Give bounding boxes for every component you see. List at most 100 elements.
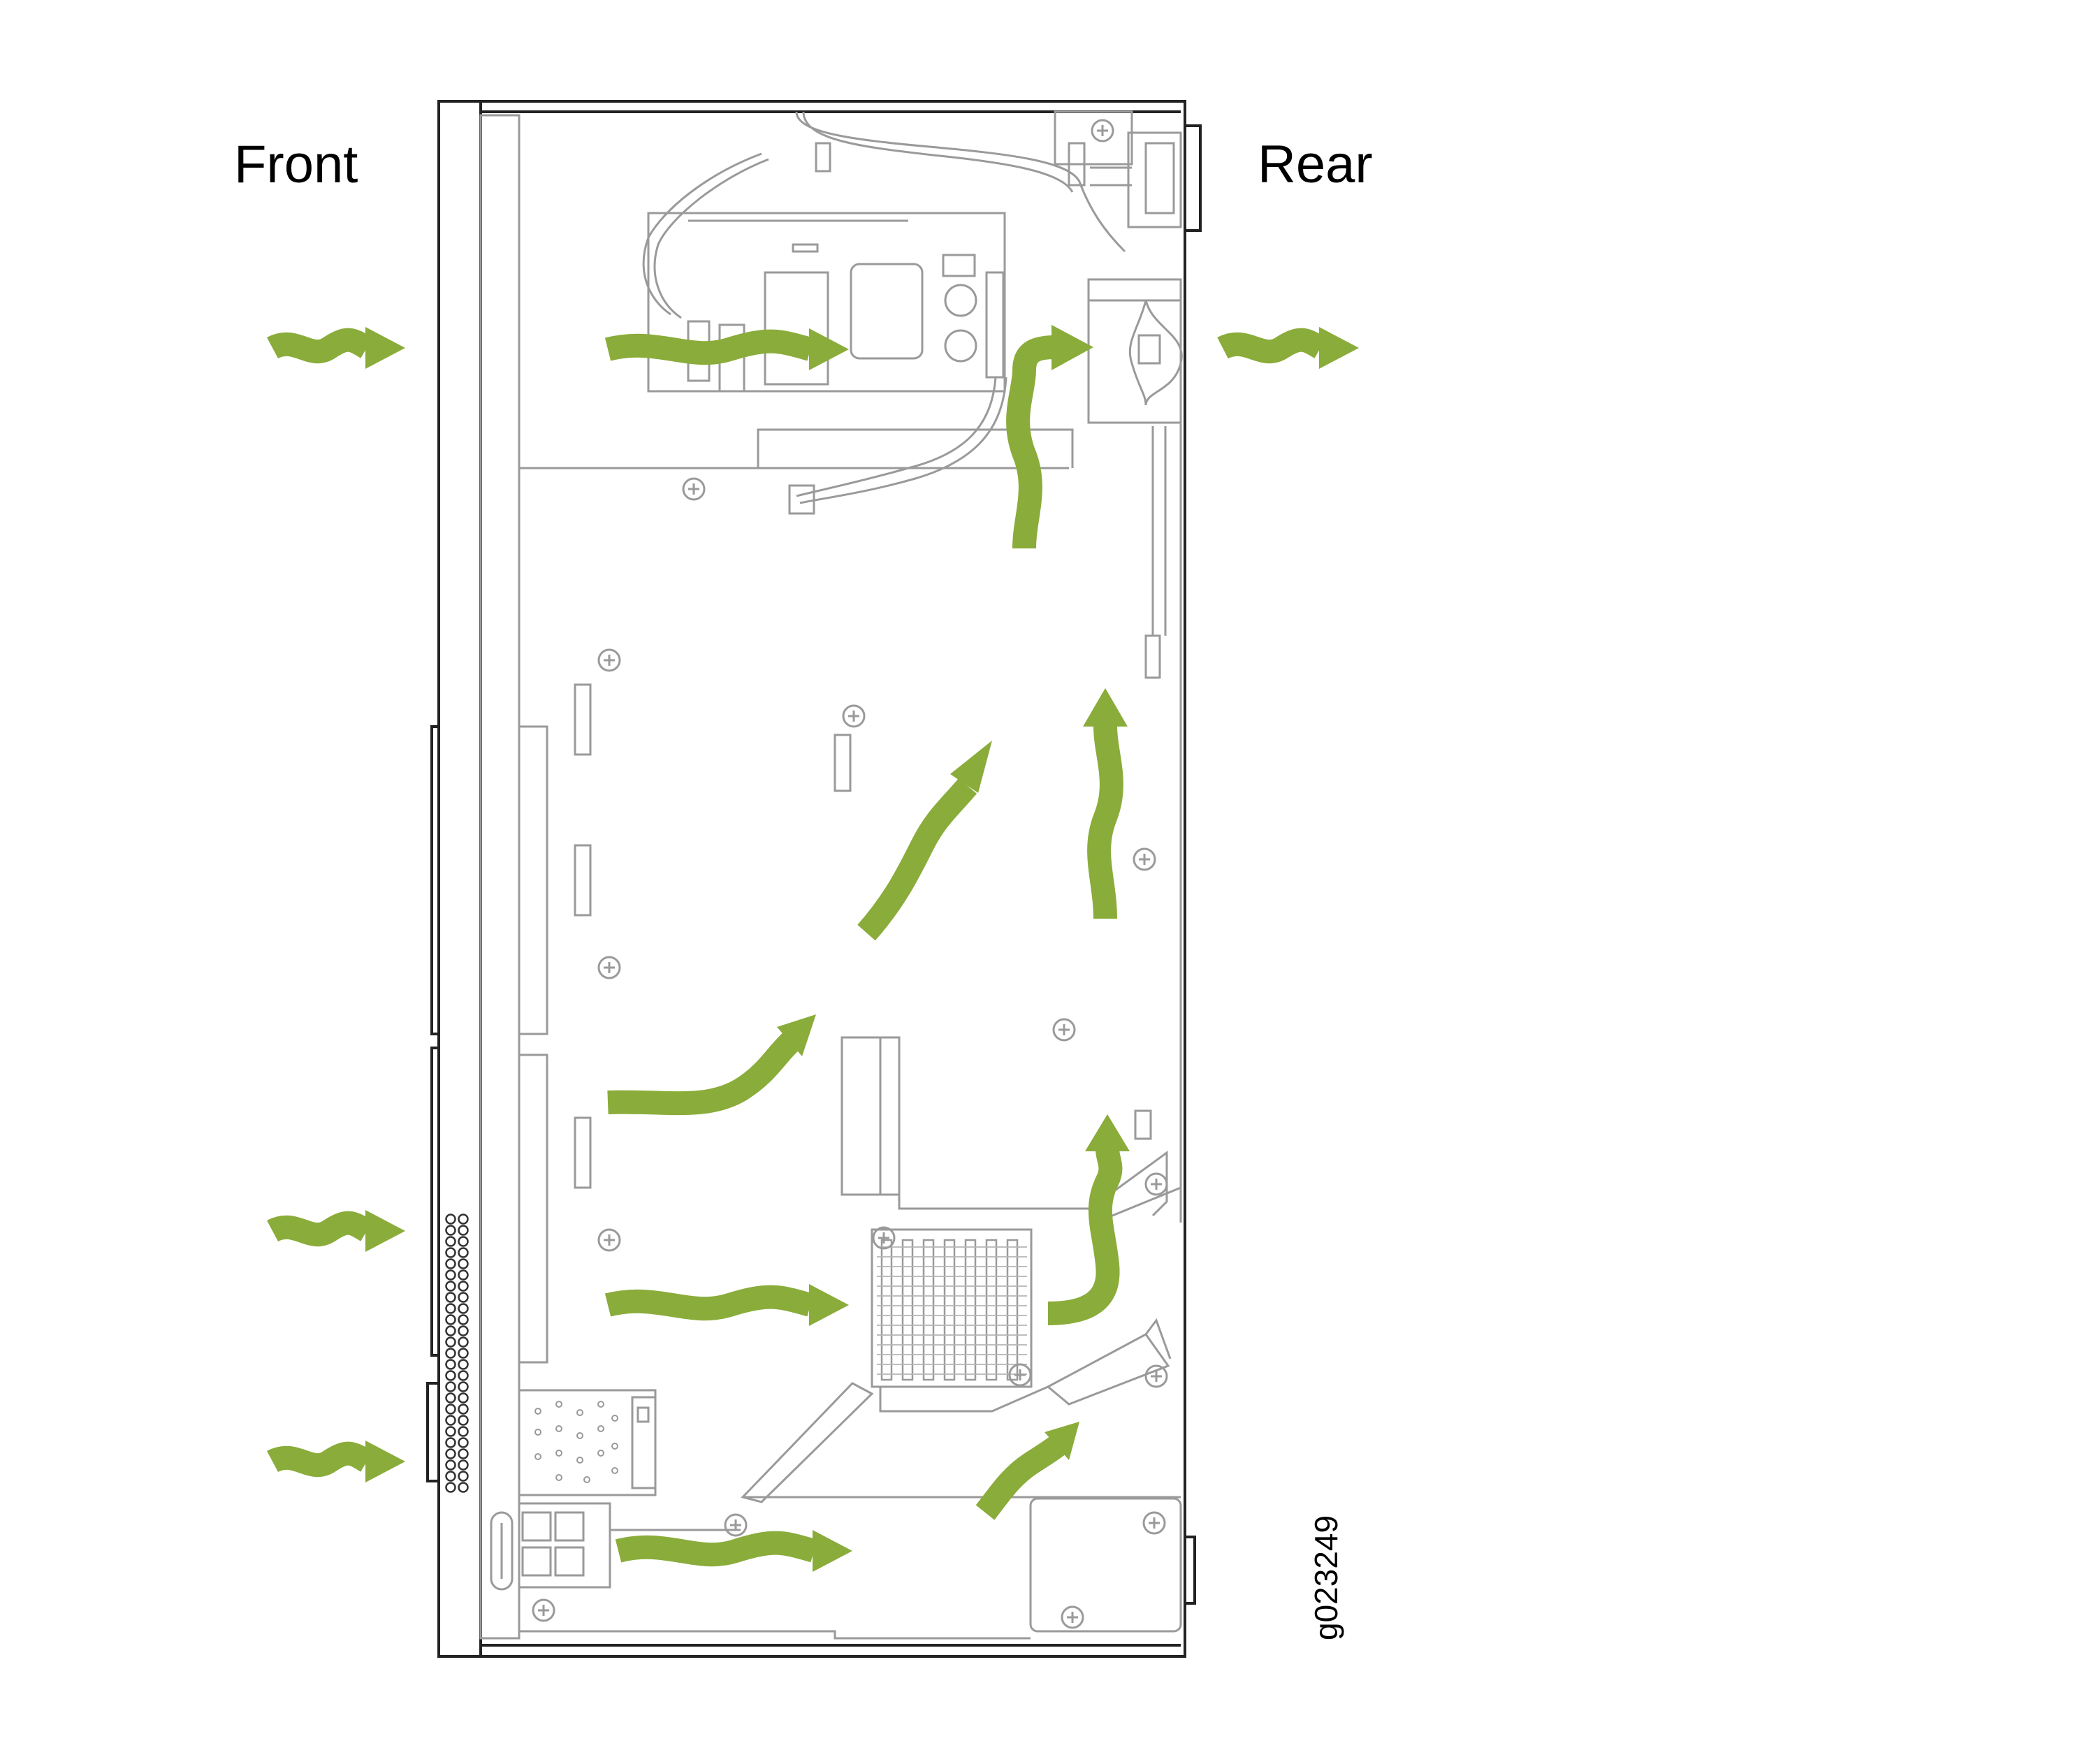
vent-hole bbox=[458, 1281, 469, 1292]
vent-hole bbox=[458, 1258, 469, 1269]
heatsink-fin bbox=[985, 1239, 998, 1381]
screw bbox=[532, 1598, 555, 1622]
vent-hole bbox=[445, 1482, 456, 1493]
vent-hole bbox=[445, 1370, 456, 1381]
vent-hole bbox=[458, 1269, 469, 1281]
airflow-arrow-head bbox=[1045, 1422, 1079, 1460]
airflow-arrow-head bbox=[1083, 688, 1128, 727]
sfp-dot bbox=[583, 1476, 590, 1483]
front-label: Front bbox=[234, 135, 358, 194]
vent-hole bbox=[458, 1381, 469, 1392]
vent-hole bbox=[445, 1314, 456, 1325]
heatsink-fin bbox=[943, 1239, 956, 1381]
vent-hole bbox=[458, 1225, 469, 1236]
vent-hole bbox=[458, 1325, 469, 1336]
vent-hole bbox=[445, 1471, 456, 1482]
screw bbox=[1144, 1364, 1168, 1388]
vent-hole bbox=[458, 1236, 469, 1247]
vent-hole bbox=[445, 1404, 456, 1415]
power-supply-tray bbox=[519, 423, 1182, 1223]
vent-hole bbox=[458, 1415, 469, 1426]
sfp-dot bbox=[534, 1429, 541, 1436]
airflow-arrow-shaft bbox=[857, 778, 977, 941]
screw bbox=[597, 1228, 621, 1252]
airflow-arrow bbox=[607, 1014, 816, 1116]
airflow-arrow bbox=[1047, 1114, 1130, 1325]
fan-module bbox=[1087, 278, 1183, 424]
screw bbox=[1133, 847, 1156, 871]
airflow-arrow-shaft bbox=[607, 1030, 801, 1116]
screw bbox=[597, 648, 621, 672]
airflow-arrow bbox=[975, 1422, 1079, 1520]
vent-hole bbox=[458, 1314, 469, 1325]
front-vent-grille bbox=[445, 1213, 469, 1493]
screw bbox=[842, 704, 866, 728]
vent-hole bbox=[445, 1292, 456, 1303]
screw bbox=[597, 956, 621, 979]
airflow-arrow-shaft bbox=[1047, 1148, 1123, 1325]
vent-hole bbox=[458, 1448, 469, 1459]
vent-hole bbox=[445, 1213, 456, 1225]
vent-hole bbox=[445, 1258, 456, 1269]
airflow-arrow-head bbox=[809, 1284, 849, 1326]
vent-hole bbox=[445, 1381, 456, 1392]
sfp-dot bbox=[555, 1425, 562, 1432]
vent-hole bbox=[445, 1415, 456, 1426]
power-supply-board bbox=[647, 212, 1006, 393]
airflow-arrow-shaft bbox=[1217, 328, 1327, 364]
airflow-arrow-head bbox=[777, 1014, 816, 1056]
airflow-arrow bbox=[604, 1284, 849, 1326]
vent-hole bbox=[445, 1336, 456, 1348]
airflow-arrows bbox=[267, 325, 1359, 1572]
screw bbox=[1008, 1363, 1032, 1387]
airflow-arrow bbox=[1083, 688, 1128, 919]
vent-hole bbox=[458, 1336, 469, 1348]
figure-id: g023249 bbox=[1308, 1515, 1344, 1640]
heatsink-fin bbox=[880, 1239, 893, 1381]
internal-brackets bbox=[741, 1036, 1181, 1503]
vent-hole bbox=[445, 1348, 456, 1359]
heatsink-fin bbox=[1006, 1239, 1019, 1381]
vent-hole bbox=[458, 1437, 469, 1448]
sfp-dot bbox=[555, 1450, 562, 1457]
sfp-dot bbox=[576, 1409, 583, 1416]
vent-hole bbox=[445, 1459, 456, 1471]
vent-hole bbox=[458, 1303, 469, 1314]
sfp-dot bbox=[597, 1425, 604, 1432]
airflow-arrow bbox=[1006, 325, 1093, 549]
vent-hole bbox=[458, 1426, 469, 1437]
vent-hole bbox=[445, 1269, 456, 1281]
power-cable bbox=[642, 111, 1126, 515]
airflow-arrow-shaft bbox=[615, 1531, 817, 1567]
airflow-arrow-head bbox=[813, 1530, 852, 1572]
airflow-arrow-head bbox=[809, 328, 849, 370]
airflow-arrow-shaft bbox=[267, 328, 373, 364]
airflow-arrow-shaft bbox=[267, 1211, 373, 1247]
airflow-arrow-shaft bbox=[267, 1441, 373, 1478]
airflow-arrow-head bbox=[365, 1210, 405, 1252]
vent-hole bbox=[445, 1426, 456, 1437]
power-connector bbox=[490, 1502, 741, 1591]
sfp-dot bbox=[555, 1474, 562, 1481]
vent-hole bbox=[445, 1359, 456, 1370]
sfp-cage bbox=[518, 1389, 657, 1496]
screw bbox=[1144, 1172, 1168, 1196]
vent-hole bbox=[445, 1448, 456, 1459]
vent-hole bbox=[445, 1437, 456, 1448]
sfp-dot bbox=[611, 1467, 618, 1474]
sfp-dot bbox=[597, 1401, 604, 1408]
airflow-arrow bbox=[1217, 327, 1359, 369]
rear-label: Rear bbox=[1258, 135, 1373, 194]
vent-hole bbox=[445, 1325, 456, 1336]
sfp-dot bbox=[555, 1401, 562, 1408]
airflow-arrow bbox=[857, 741, 992, 941]
airflow-arrow-shaft bbox=[1087, 726, 1123, 919]
vent-hole bbox=[458, 1482, 469, 1493]
sfp-dot bbox=[576, 1457, 583, 1464]
airflow-arrow-shaft bbox=[604, 329, 814, 365]
airflow-arrow bbox=[615, 1530, 852, 1572]
vent-hole bbox=[445, 1303, 456, 1314]
sfp-dot bbox=[534, 1453, 541, 1460]
screw bbox=[724, 1513, 748, 1537]
